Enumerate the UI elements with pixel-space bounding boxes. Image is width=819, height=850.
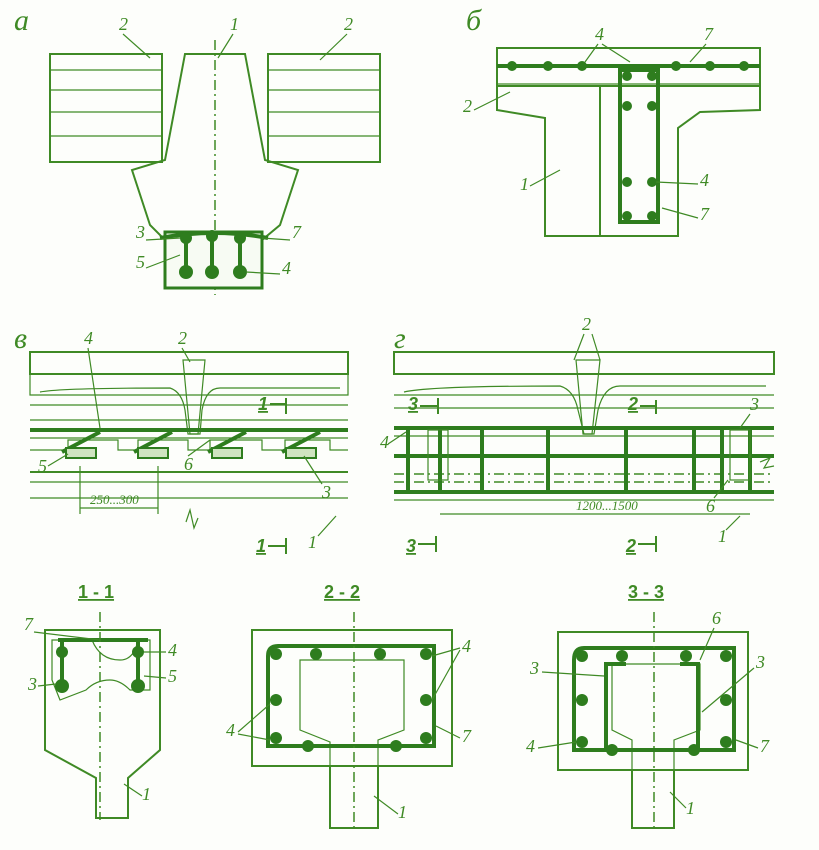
g-label-4: 4 <box>380 432 389 452</box>
panel-a: а 2 1 2 3 5 7 4 <box>14 4 381 295</box>
panel-g: г 1200...1500 3 2 3 2 2 <box>380 314 775 556</box>
a-label-2-left: 2 <box>119 14 128 34</box>
a-label-2-right: 2 <box>344 14 353 34</box>
g-label-3: 3 <box>749 394 759 414</box>
cut-2-lower: 2 <box>625 536 636 556</box>
cut-2-upper: 2 <box>627 394 638 414</box>
s2-label-1: 1 <box>398 802 407 822</box>
section-3-rebar-outer <box>572 646 736 752</box>
cut-3-upper: 3 <box>408 394 418 414</box>
panel-v: в 250...300 1 1 4 2 5 <box>14 322 349 556</box>
s3-label-3-right: 3 <box>755 652 765 672</box>
g-label-2: 2 <box>582 314 591 334</box>
s3-label-6: 6 <box>712 608 721 628</box>
s3-label-4: 4 <box>526 736 535 756</box>
section-1-title: 1 - 1 <box>78 582 114 602</box>
s2-label-4-left: 4 <box>226 720 235 740</box>
s2-label-4-right: 4 <box>462 636 471 656</box>
joint-g <box>575 359 601 435</box>
topping-v <box>29 351 349 375</box>
section-1-1: 1 - 1 7 3 4 5 1 <box>24 582 177 820</box>
b-label-1: 1 <box>520 174 529 194</box>
panel-b-label: б <box>466 4 482 37</box>
s2-label-7: 7 <box>462 726 472 746</box>
v-label-3: 3 <box>321 482 331 502</box>
slab-left <box>49 53 163 163</box>
section-2-title: 2 - 2 <box>324 582 360 602</box>
g-label-6: 6 <box>706 496 715 516</box>
cut-1-lower: 1 <box>256 536 266 556</box>
b-label-4-top: 4 <box>595 24 604 44</box>
section-3-title: 3 - 3 <box>628 582 664 602</box>
a-label-1: 1 <box>230 14 239 34</box>
v-label-6: 6 <box>184 454 193 474</box>
s1-label-1: 1 <box>142 784 151 804</box>
v-label-1: 1 <box>308 532 317 552</box>
topping-g <box>393 351 775 375</box>
a-label-3: 3 <box>135 222 145 242</box>
section-2-2: 2 - 2 4 4 7 1 <box>226 582 472 832</box>
joint-v <box>182 359 206 435</box>
s1-label-3: 3 <box>27 674 37 694</box>
a-label-5: 5 <box>136 252 145 272</box>
cut-3-lower: 3 <box>406 536 416 556</box>
panel-a-label: а <box>14 4 29 37</box>
panel-b: б 4 7 2 1 4 7 <box>463 4 761 237</box>
s3-label-1: 1 <box>686 798 695 818</box>
b-label-7-right: 7 <box>700 204 710 224</box>
s3-label-7: 7 <box>760 736 770 756</box>
s1-label-7: 7 <box>24 614 34 634</box>
cut-1-upper: 1 <box>258 394 268 414</box>
section-2-rebar <box>266 644 436 748</box>
panel-v-label: в <box>14 322 27 355</box>
a-label-7: 7 <box>292 222 302 242</box>
s1-label-4: 4 <box>168 640 177 660</box>
s3-label-3-left: 3 <box>529 658 539 678</box>
slab-right <box>267 53 381 163</box>
dim-text-g: 1200...1500 <box>576 498 638 513</box>
b-label-4-right: 4 <box>700 170 709 190</box>
dim-text-v: 250...300 <box>90 492 139 507</box>
g-label-1: 1 <box>718 526 727 546</box>
rebar-stirrup-b <box>618 68 660 224</box>
section-1-concrete <box>44 629 161 819</box>
b-label-2: 2 <box>463 96 472 116</box>
v-label-5: 5 <box>38 456 47 476</box>
v-label-2: 2 <box>178 328 187 348</box>
s1-label-5: 5 <box>168 666 177 686</box>
a-label-4: 4 <box>282 258 291 278</box>
b-label-7-top: 7 <box>704 24 714 44</box>
panel-g-label: г <box>394 322 406 355</box>
section-3-3: 3 - 3 6 3 3 4 7 1 <box>526 582 770 832</box>
v-label-4: 4 <box>84 328 93 348</box>
